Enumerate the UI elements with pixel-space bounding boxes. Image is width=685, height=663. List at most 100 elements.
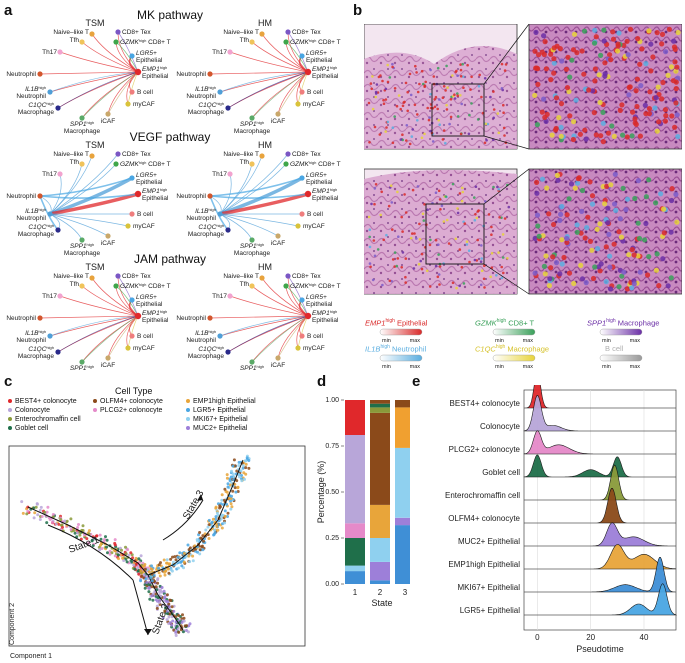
trajectory-cell [78,533,82,537]
trajectory-cell [201,534,205,538]
node-label-tfh: Tfh [240,281,250,288]
network-edge [39,177,133,197]
gradient-bar-spp1 [599,328,643,336]
legend-il1b: IL1Bhigh Neutrophil [365,344,475,354]
trajectory-cell [90,539,94,543]
trajectory-cell [169,599,173,602]
node-label-neutrophil: Neutrophil [176,71,206,78]
legend-label: OLFM4+ colonocyte [100,398,163,405]
node-label-tfh: Tfh [70,159,80,166]
trajectory-cell [51,513,55,516]
trajectory-cell [145,581,149,584]
trajectory-cell [223,514,227,518]
trajectory-cell [172,609,176,613]
spatial-spot [502,111,505,114]
trajectory-cell [198,531,202,534]
tspan: EMP1 [312,188,330,195]
trajectory-cell [182,616,186,620]
spatial-spot [381,79,384,83]
spatial-spot [462,282,466,285]
spatial-spot [673,100,679,106]
spatial-spot [615,48,621,54]
tspan: CD8+ T [146,283,170,290]
spatial-spot [535,81,541,87]
node-label-mycaf: myCAF [133,101,155,108]
node-il1b [217,89,223,95]
x-tick-label: 20 [586,633,595,642]
spatial-spot [433,105,437,109]
bar-segment [345,435,365,524]
trajectory-cell [26,505,30,509]
ridge-area [523,454,676,478]
trajectory-cell [34,505,38,509]
trajectory-cell [176,566,180,570]
node-lgr5 [129,53,135,59]
node-label-spp1-macrophage: Macrophage [64,128,101,135]
panel-letter-e: e [412,373,421,390]
trajectory-cell [182,560,186,564]
spatial-spot [423,84,426,87]
spatial-spot [659,31,666,37]
spatial-spot [413,232,416,235]
trajectory-cell [225,476,229,480]
spatial-spot [490,225,493,229]
spatial-spot [608,57,614,63]
trajectory-cell [156,581,160,585]
spatial-spot [616,30,622,36]
node-emp1 [134,312,142,320]
trajectory-cell [166,600,170,604]
network-edge [251,315,309,363]
trajectory-cell [181,630,185,634]
spatial-spot [416,90,420,94]
pathway-title-jam: JAM pathway [133,252,207,266]
spatial-spot [605,205,611,211]
spatial-spot [635,220,641,226]
node-label-il1b: IL1Bhigh [25,85,46,93]
spatial-spot [437,243,440,246]
row-label: Goblet cell [482,468,520,477]
network-edge [117,31,139,73]
tspan: SPP1 [240,243,257,250]
spatial-spot [369,82,373,85]
spatial-spot [532,48,538,54]
trajectory-cell [122,559,126,562]
trajectory-cell [87,529,91,533]
spatial-spot [646,254,652,260]
trajectory-cell [169,557,173,561]
y-tick-label: 0.50 [325,489,339,496]
tspan: SPP1 [70,121,87,128]
node-emp1 [134,68,142,76]
tspan: high [46,223,54,228]
spatial-spot [480,257,483,260]
spatial-spot [444,89,447,92]
spatial-spot [671,44,678,50]
legend-c1qc: C1QChigh Macrophage [475,344,585,354]
node-c1qc [225,227,231,233]
trajectory-cell [57,522,61,526]
spatial-spot [483,286,486,289]
spatial-spot [546,211,552,217]
cell-type-legend-item: Enterochromaffin cell [8,416,81,424]
trajectory-cell [186,543,190,547]
node-label-cd8tex: CD8+ Tex [292,29,321,36]
spatial-spot [665,283,671,289]
trajectory-cell [95,534,99,538]
spatial-spot [502,271,505,275]
node-label-emp1: EMP1high [312,187,337,195]
spatial-spot [400,215,403,219]
tspan: CD8+ T [316,161,340,168]
ridge-area [524,522,676,547]
trajectory-cell [151,598,155,602]
tspan: GZMK [290,283,309,290]
trajectory-cell [63,519,67,523]
spatial-spot [556,115,562,121]
tspan: EMP1 [142,66,160,73]
spatial-spot [439,208,442,211]
trajectory-cell [182,619,186,623]
trajectory-cell [48,518,52,521]
x-axis-label: Pseudotime [576,644,624,654]
trajectory-cell [108,552,112,556]
node-neutrophil [207,71,213,77]
spatial-spot [483,77,487,80]
